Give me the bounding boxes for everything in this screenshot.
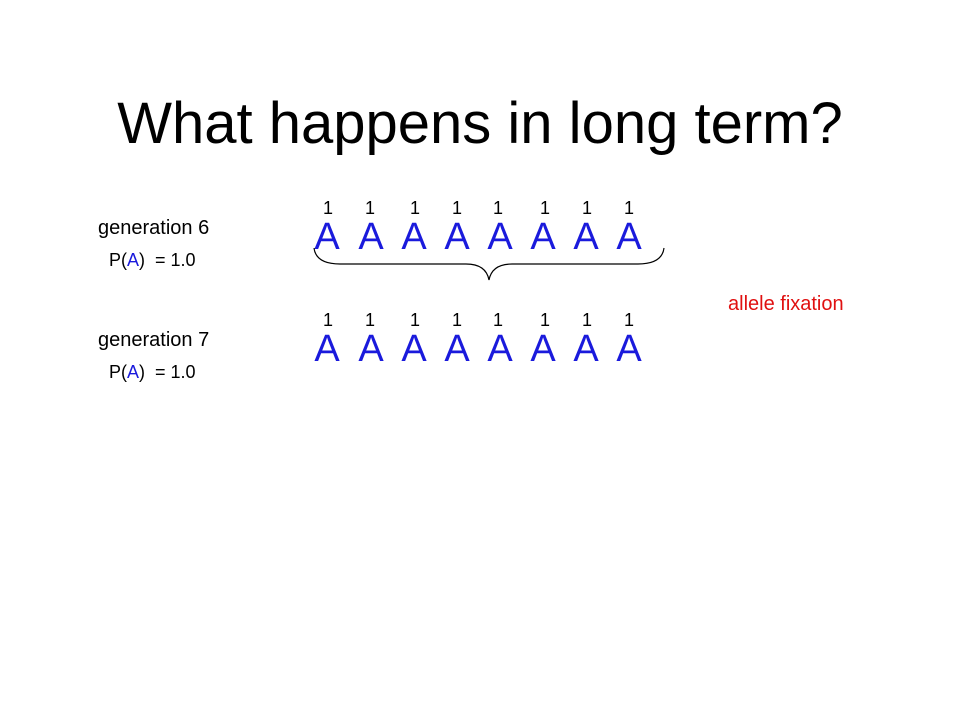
allele: A [444, 216, 470, 258]
allele: A [616, 328, 642, 370]
generation-6-probability: P(A) = 1.0 [109, 249, 196, 271]
count: 1 [581, 310, 592, 330]
count: 1 [539, 310, 550, 330]
allele-fixation-label: allele fixation [728, 293, 844, 315]
allele: A [530, 216, 556, 258]
count: 1 [492, 198, 503, 218]
count: 1 [322, 198, 333, 218]
generation-6-label: generation 6 [98, 217, 210, 239]
allele: A [573, 328, 599, 370]
allele: A [358, 216, 384, 258]
count: 1 [364, 310, 375, 330]
allele: A [487, 216, 513, 258]
prob-suffix: ) = 1.0 [139, 362, 196, 382]
allele: A [314, 216, 340, 258]
count: 1 [364, 198, 375, 218]
prob-prefix: P( [109, 250, 127, 270]
allele: A [573, 216, 599, 258]
allele: A [401, 328, 427, 370]
count: 1 [451, 310, 462, 330]
allele: A [401, 216, 427, 258]
allele: A [530, 328, 556, 370]
generation-7-probability: P(A) = 1.0 [109, 361, 196, 383]
count: 1 [492, 310, 503, 330]
generation-7-label: generation 7 [98, 329, 210, 351]
count: 1 [539, 198, 550, 218]
count: 1 [451, 198, 462, 218]
count: 1 [623, 198, 634, 218]
count: 1 [322, 310, 333, 330]
allele: A [358, 328, 384, 370]
prob-allele: A [127, 362, 140, 382]
generation-6-row: 1 1 1 1 1 1 1 1 A A A A A A A A [0, 198, 960, 278]
allele: A [444, 328, 470, 370]
count: 1 [409, 310, 420, 330]
generation-7-row: 1 1 1 1 1 1 1 1 A A A A A A A A [0, 310, 960, 390]
count: 1 [581, 198, 592, 218]
allele: A [314, 328, 340, 370]
prob-prefix: P( [109, 362, 127, 382]
prob-suffix: ) = 1.0 [139, 250, 196, 270]
allele: A [616, 216, 642, 258]
count: 1 [623, 310, 634, 330]
allele: A [487, 328, 513, 370]
slide-title: What happens in long term? [117, 91, 843, 156]
count: 1 [409, 198, 420, 218]
prob-allele: A [127, 250, 140, 270]
